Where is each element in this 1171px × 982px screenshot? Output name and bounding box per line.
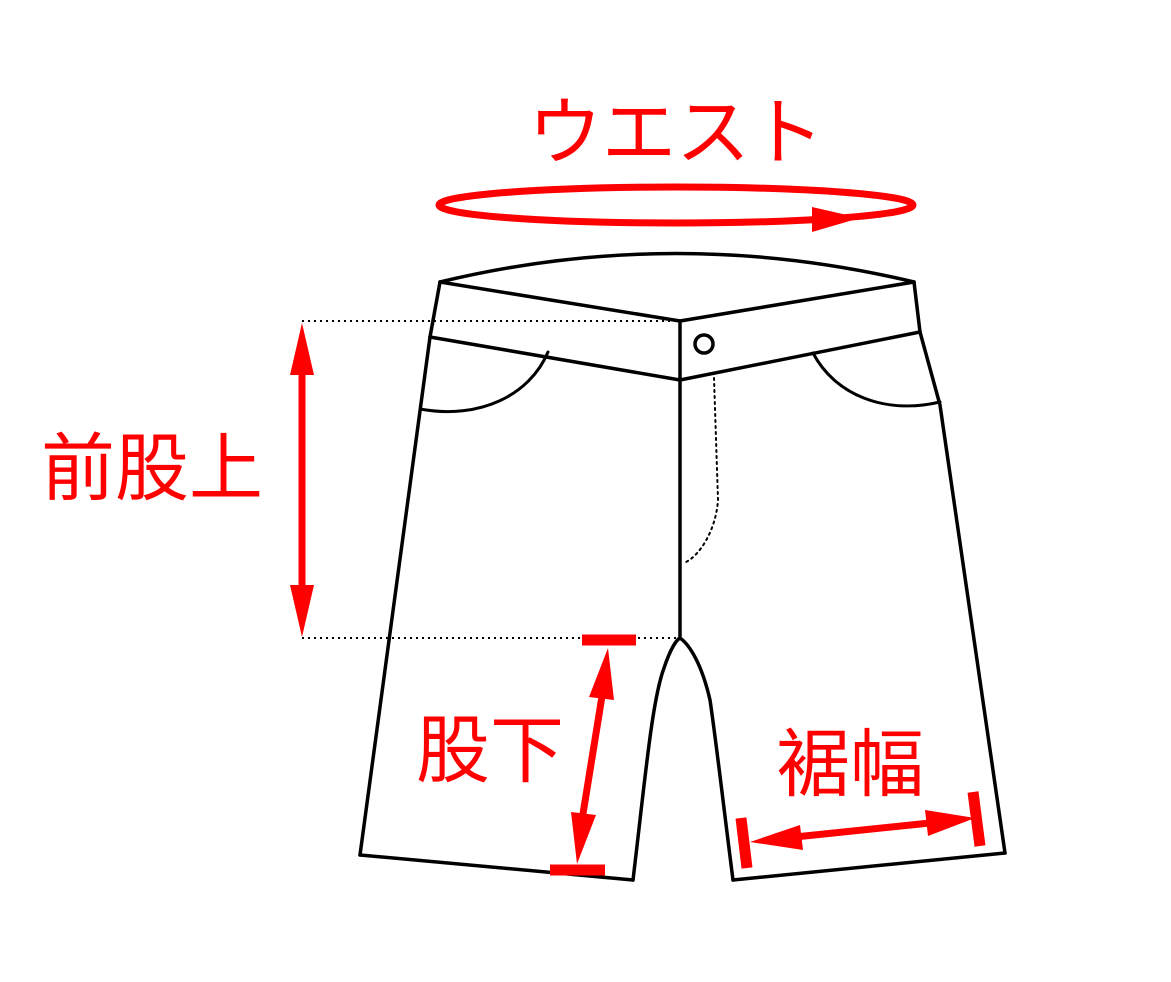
hem-width-right-cap	[967, 791, 986, 847]
left-leg-hem	[358, 853, 635, 882]
left-leg-outer-seam	[358, 335, 432, 857]
waistband-right-side	[912, 280, 922, 334]
hem-width-arrow-shaft	[794, 819, 931, 841]
right-leg-hem	[731, 851, 1007, 882]
inseam-arrow-down-icon	[571, 812, 596, 864]
waist-loop	[435, 183, 917, 227]
right-pocket	[811, 351, 942, 408]
left-pocket	[418, 350, 550, 414]
hem-width-arrow-left-icon	[750, 825, 803, 850]
button-icon	[693, 333, 715, 355]
inseam-label: 股下	[416, 708, 564, 794]
inseam-measurement: 股下	[416, 634, 636, 876]
hem-width-left-cap	[735, 817, 753, 869]
front-rise-label: 前股上	[41, 426, 263, 512]
front-rise-measurement: 前股上	[41, 323, 314, 637]
inseam-arrow-shaft	[578, 689, 607, 821]
hem-width-label: 裾幅	[776, 722, 924, 808]
waist-arrow-icon	[812, 207, 860, 232]
front-rise-arrow-up-icon	[290, 323, 314, 375]
waistband-top-edge	[438, 251, 916, 284]
front-rise-arrow-down-icon	[290, 585, 314, 637]
hem-width-arrow-right-icon	[925, 810, 975, 836]
waist-measurement: ウエスト	[435, 90, 917, 232]
waistband-lower-seam	[428, 330, 922, 382]
right-leg-outer-seam	[918, 330, 1007, 855]
waistband-upper-seam	[438, 280, 916, 323]
right-leg-inner-seam	[678, 636, 735, 882]
fly-stitch	[685, 377, 719, 563]
shorts-illustration	[358, 251, 1007, 882]
left-leg-inner-seam	[631, 636, 682, 882]
inseam-arrow-up-icon	[589, 648, 614, 700]
hem-width-measurement: 裾幅	[735, 722, 986, 869]
waistband-left-side	[428, 280, 442, 339]
waist-label: ウエスト	[528, 90, 824, 176]
